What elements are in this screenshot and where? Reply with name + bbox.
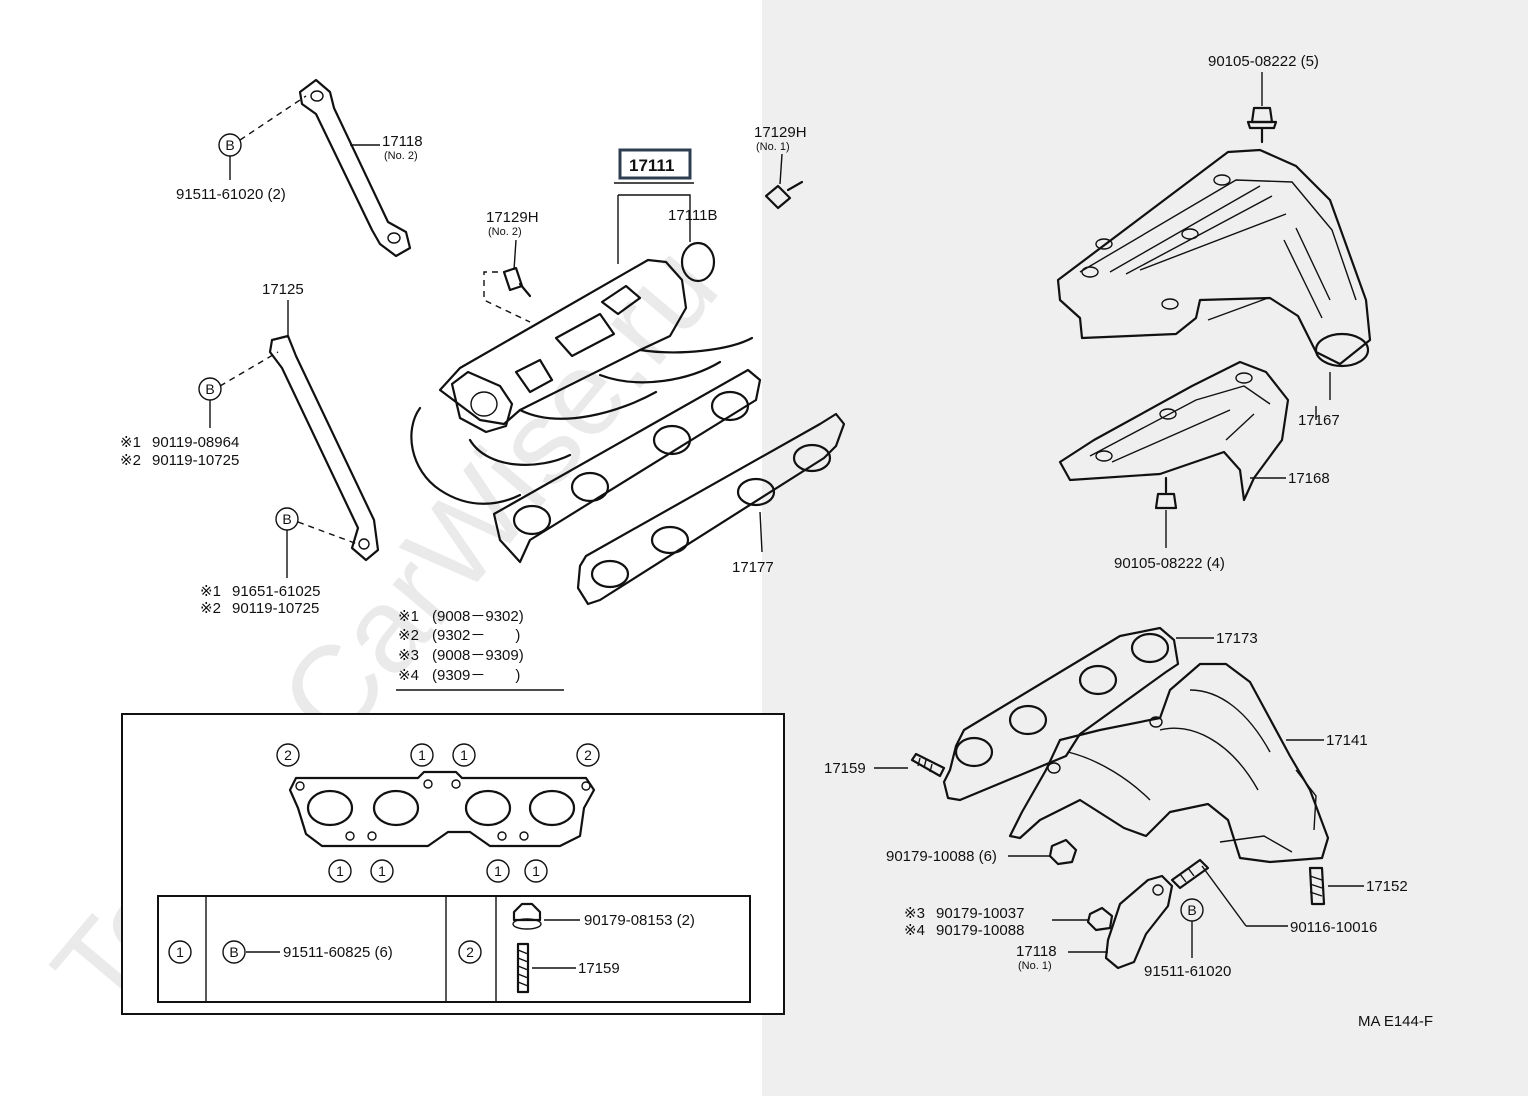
right-panel-bg — [762, 0, 1528, 1096]
circle-num: 1 — [418, 747, 426, 763]
legend-mark: ※1 — [398, 608, 419, 625]
highlighted-part-label[interactable]: 17111 — [629, 156, 674, 175]
stay-17118-no1[interactable] — [1104, 874, 1174, 970]
vsv-17129h-no1[interactable] — [764, 180, 804, 210]
leader-dash — [239, 95, 307, 141]
mark-s1: ※1 — [120, 434, 141, 451]
insulator-17167[interactable] — [1056, 148, 1372, 368]
circle-num: 2 — [466, 944, 474, 960]
bolt-90105-bottom[interactable] — [1154, 476, 1178, 510]
part-label: 90119-10725 — [232, 600, 319, 617]
gasket-17173[interactable] — [942, 626, 1180, 802]
mark-s2: ※2 — [120, 452, 141, 469]
nut-90179-10037[interactable] — [1086, 906, 1114, 932]
stud-17152[interactable] — [1308, 866, 1326, 906]
part-label: 17129H — [754, 124, 807, 141]
part-label: 91651-61025 — [232, 583, 320, 600]
cap-17111b[interactable] — [680, 241, 716, 283]
stud-17159[interactable] — [910, 752, 946, 778]
legend-range: (9008－9309) — [432, 647, 524, 664]
b-mark: B — [225, 137, 234, 153]
part-sub-label: (No. 2) — [384, 150, 418, 162]
insulator-17168[interactable] — [1058, 360, 1290, 502]
b-mark: B — [229, 944, 238, 960]
drawing-code: MA E144-F — [1358, 1013, 1433, 1030]
b-mark: B — [205, 381, 214, 397]
legend-range: (9309－ ) — [432, 667, 520, 684]
b-mark: B — [282, 511, 291, 527]
gasket-inset: 2 1 1 2 1 1 1 1 1 B 91511-60825 (6) 2 90… — [121, 713, 785, 1015]
part-sub-label: (No. 2) — [488, 226, 522, 238]
part-label: 17168 — [1288, 470, 1330, 487]
part-label: 90119-10725 — [152, 452, 239, 469]
stay-17125[interactable] — [268, 334, 380, 562]
part-label: 17167 — [1298, 412, 1340, 429]
part-label: 91511-61020 — [1144, 963, 1231, 980]
circle-num: 1 — [378, 863, 386, 879]
legend-range: (9008－9302) — [432, 608, 524, 625]
leader — [617, 194, 691, 264]
circle-num: 2 — [584, 747, 592, 763]
part-label: 17125 — [262, 281, 304, 298]
circle-num: 1 — [532, 863, 540, 879]
part-label: 90105-08222 (5) — [1208, 53, 1319, 70]
leader — [759, 511, 763, 553]
part-sub-label: (No. 1) — [756, 141, 790, 153]
leader-dash — [483, 271, 531, 323]
part-label: 90116-10016 — [1290, 919, 1377, 936]
part-sub-label: (No. 1) — [1018, 960, 1052, 972]
part-label: 17129H — [486, 209, 539, 226]
date-legend: ※1 (9008－9302) ※2 (9302－ ) ※3 (9008－9309… — [396, 608, 564, 691]
part-label: 90105-08222 (4) — [1114, 555, 1225, 572]
stud-90116-10016[interactable] — [1170, 858, 1210, 890]
part-label: 90179-10037 — [936, 905, 1024, 922]
part-label: 90119-08964 — [152, 434, 239, 451]
legend-mark: ※2 — [398, 627, 419, 644]
part-label: 17111B — [668, 207, 718, 224]
part-label: 17152 — [1366, 878, 1408, 895]
vsv-17129h-no2[interactable] — [502, 266, 532, 298]
part-label: 17177 — [732, 559, 774, 576]
circle-num: 1 — [336, 863, 344, 879]
leader-dash — [297, 521, 361, 546]
part-label: 91511-61020 (2) — [176, 186, 286, 203]
part-label: 17141 — [1326, 732, 1368, 749]
circle-num: 1 — [494, 863, 502, 879]
part-label: 17159 — [824, 760, 866, 777]
leader-dash — [219, 351, 279, 387]
part-label: 90179-10088 — [936, 922, 1024, 939]
intake-manifold-17111[interactable] — [410, 258, 762, 564]
part-label: 90179-08153 (2) — [584, 912, 695, 929]
part-label: 17159 — [578, 960, 620, 977]
part-label: 17173 — [1216, 630, 1258, 647]
part-label: 90179-10088 (6) — [886, 848, 997, 865]
bolt-90105-top[interactable] — [1246, 106, 1278, 144]
gasket-17177[interactable] — [576, 412, 846, 606]
circle-num: 2 — [284, 747, 292, 763]
mark-s2: ※2 — [200, 600, 221, 617]
part-label: 17118 — [1016, 943, 1057, 960]
part-label: 91511-60825 (6) — [283, 944, 393, 961]
b-mark: B — [1187, 902, 1196, 918]
legend-mark: ※3 — [398, 647, 419, 664]
leader — [1201, 865, 1247, 927]
circle-num: 1 — [460, 747, 468, 763]
circle-num: 1 — [176, 944, 184, 960]
highlight-box[interactable] — [618, 148, 692, 180]
leader — [513, 239, 517, 271]
exhaust-manifold-17141[interactable] — [1008, 662, 1330, 864]
legend-mark: ※4 — [398, 667, 419, 684]
mark-s3: ※3 — [904, 905, 925, 922]
legend-range: (9302－ ) — [432, 627, 520, 644]
mark-s4: ※4 — [904, 922, 925, 939]
part-label: 17118 — [382, 133, 423, 150]
stay-17118-no2[interactable] — [298, 78, 412, 258]
leader — [779, 153, 783, 185]
mark-s1: ※1 — [200, 583, 221, 600]
